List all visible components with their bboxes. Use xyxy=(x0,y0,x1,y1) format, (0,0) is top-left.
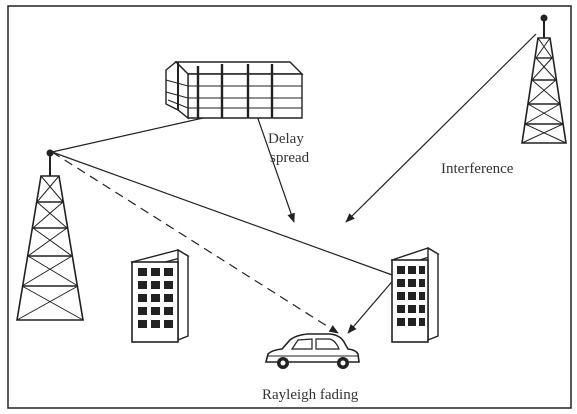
delay-spread-label-line1: Delay xyxy=(268,131,304,147)
left-tower-icon xyxy=(16,149,84,321)
left-building-icon xyxy=(130,248,190,343)
right-tower-icon xyxy=(521,14,567,144)
path-reflector-delay-arrow xyxy=(255,112,295,223)
right-building-icon xyxy=(390,246,440,343)
rayleigh-fading-label: Rayleigh fading xyxy=(262,387,359,403)
reflector-building-icon xyxy=(165,61,304,120)
diagram-frame xyxy=(7,5,572,409)
path-tower-to-reflector xyxy=(51,117,204,153)
interference-label: Interference xyxy=(441,161,514,177)
path-tower-to-building xyxy=(51,151,396,277)
delay-spread-label-line2: spread xyxy=(270,150,310,166)
path-building-reflection-arrow xyxy=(347,276,397,334)
path-interference-arrow xyxy=(345,33,537,223)
signal-paths xyxy=(51,33,537,334)
path-direct-dashed-arrow xyxy=(51,151,339,334)
car-icon xyxy=(264,333,360,369)
